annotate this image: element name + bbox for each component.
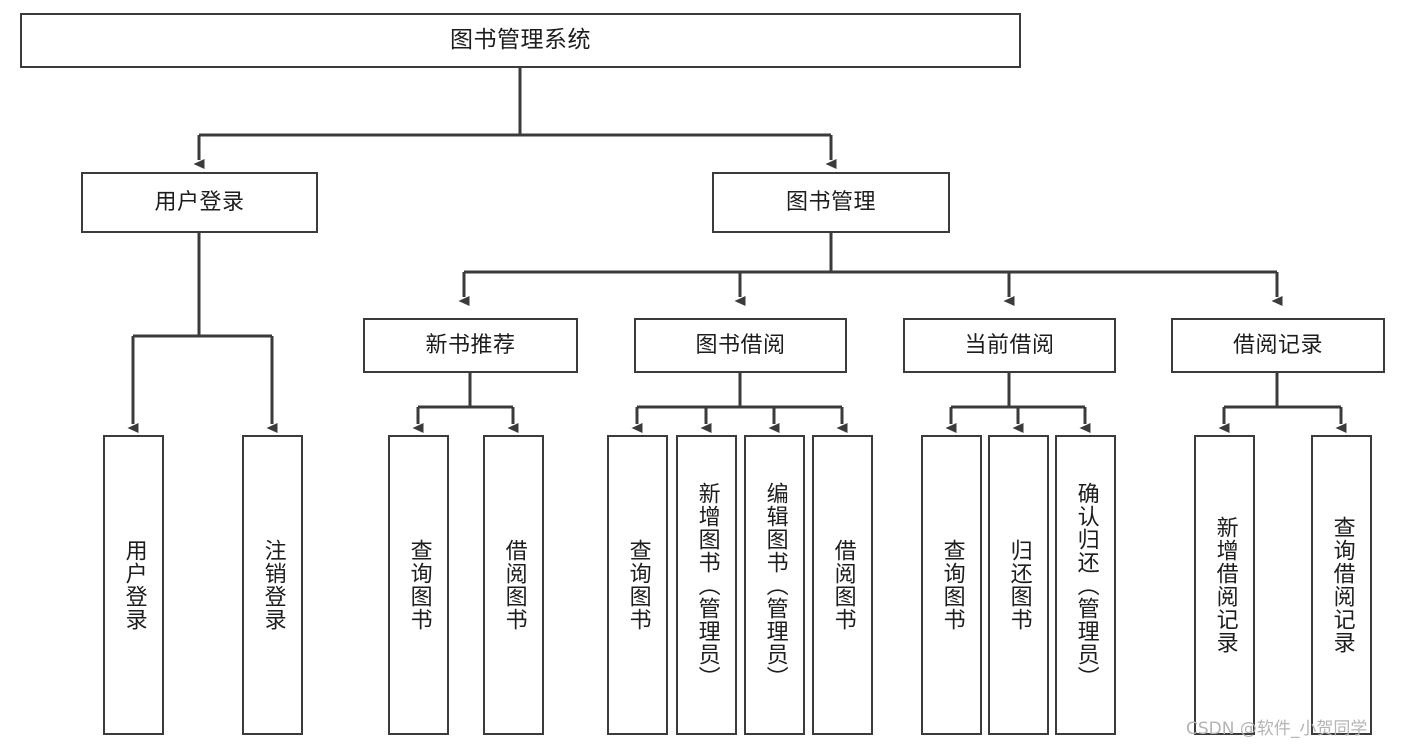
node-label: 图书管理系统 <box>450 26 591 53</box>
node-label: 图书借阅 <box>695 332 786 358</box>
node-label: 查询借阅记录 <box>1329 516 1355 654</box>
leaf-recommend-borrow-book[interactable]: 借阅图书 <box>483 435 544 735</box>
node-label: 查询图书 <box>406 539 432 631</box>
leaf-record-query-record[interactable]: 查询借阅记录 <box>1311 435 1372 735</box>
node-label: 用户登录 <box>154 189 245 215</box>
node-user-login[interactable]: 用户登录 <box>81 172 318 233</box>
node-book-borrow[interactable]: 图书借阅 <box>634 318 847 373</box>
node-label: 用户登录 <box>121 539 147 631</box>
leaf-user-login-logout[interactable]: 注销登录 <box>242 435 303 735</box>
leaf-current-return-book[interactable]: 归还图书 <box>988 435 1049 735</box>
leaf-borrow-edit-book-admin[interactable]: 编辑图书（管理员） <box>744 435 805 735</box>
leaf-current-confirm-return-admin[interactable]: 确认归还（管理员） <box>1055 435 1116 735</box>
node-label: 查询图书 <box>625 539 651 631</box>
node-label: 当前借阅 <box>964 332 1055 358</box>
leaf-recommend-query-book[interactable]: 查询图书 <box>388 435 449 735</box>
node-label: 新书推荐 <box>425 332 516 358</box>
leaf-user-login-login[interactable]: 用户登录 <box>103 435 164 735</box>
node-label: 确认归还（管理员） <box>1073 481 1099 689</box>
node-label: 借阅图书 <box>501 539 527 631</box>
node-label: 借阅图书 <box>830 539 856 631</box>
leaf-borrow-query-book[interactable]: 查询图书 <box>607 435 668 735</box>
node-root-system[interactable]: 图书管理系统 <box>20 13 1021 68</box>
node-label: 新增借阅记录 <box>1212 516 1238 654</box>
node-label: 图书管理 <box>785 189 876 215</box>
leaf-record-add-record[interactable]: 新增借阅记录 <box>1194 435 1255 735</box>
node-label: 归还图书 <box>1006 539 1032 631</box>
node-label: 查询图书 <box>939 539 965 631</box>
node-borrow-record[interactable]: 借阅记录 <box>1171 318 1385 373</box>
node-book-management[interactable]: 图书管理 <box>712 172 950 233</box>
leaf-borrow-add-book-admin[interactable]: 新增图书（管理员） <box>676 435 737 735</box>
leaf-borrow-borrow-book[interactable]: 借阅图书 <box>812 435 873 735</box>
node-label: 新增图书（管理员） <box>694 481 720 689</box>
node-label: 借阅记录 <box>1232 332 1323 358</box>
node-label: 注销登录 <box>260 539 286 631</box>
leaf-current-query-book[interactable]: 查询图书 <box>921 435 982 735</box>
node-current-borrow[interactable]: 当前借阅 <box>903 318 1116 373</box>
node-new-book-recommend[interactable]: 新书推荐 <box>363 318 578 373</box>
csdn-watermark: CSDN @软件_小贺同学 <box>1186 719 1368 739</box>
node-label: 编辑图书（管理员） <box>762 481 788 689</box>
